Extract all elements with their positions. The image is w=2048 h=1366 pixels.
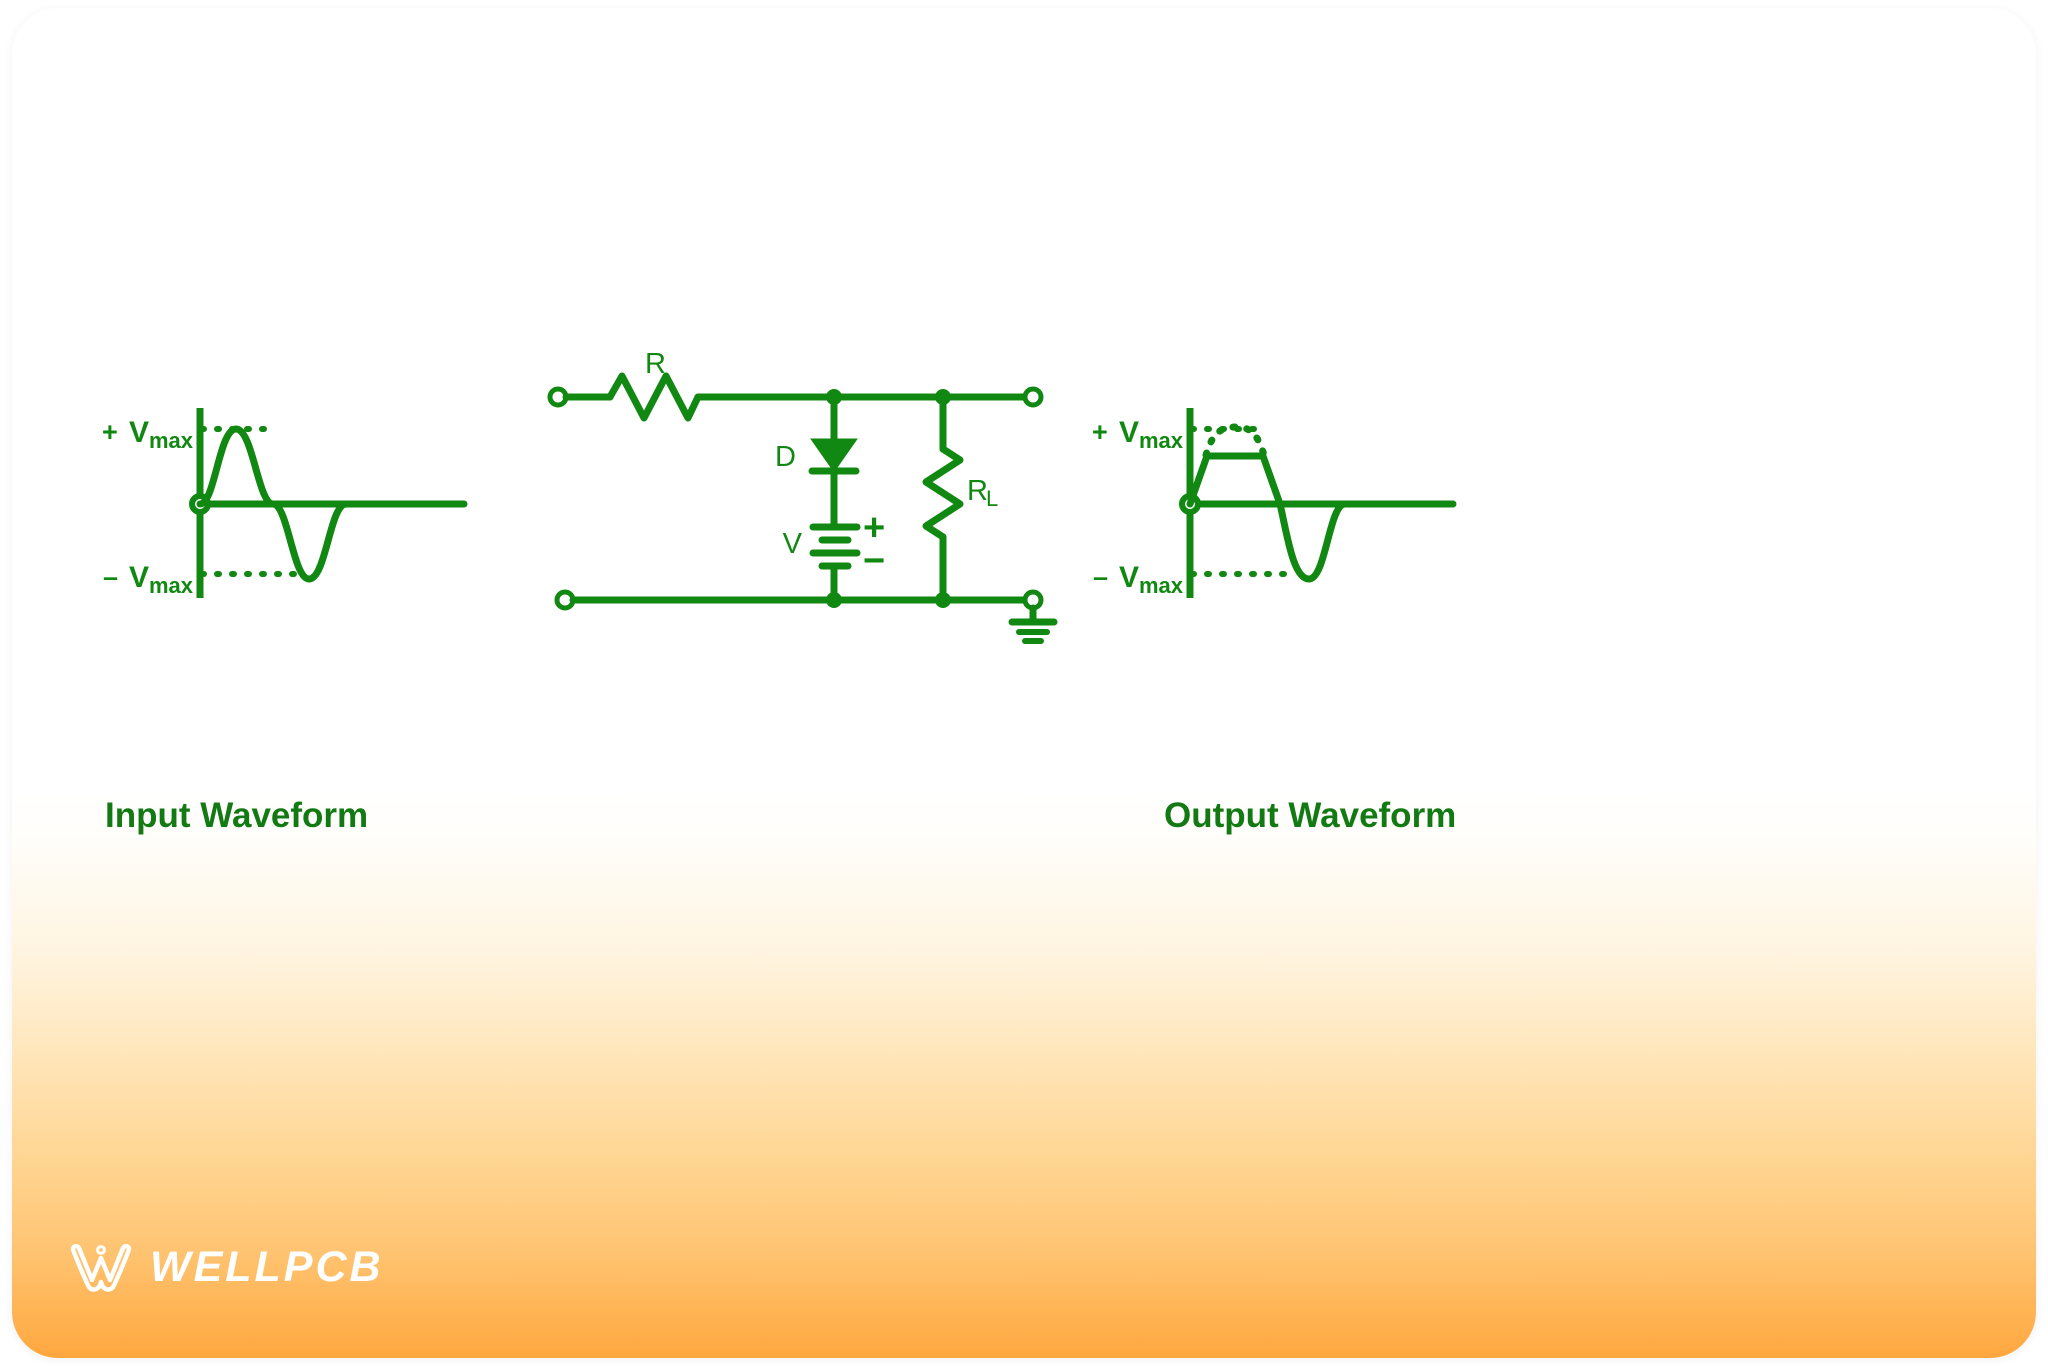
clipper-circuit: R D [547, 348, 1058, 644]
battery-minus-sign: − [863, 540, 885, 582]
input-signal-path [196, 425, 468, 583]
resistor-r-symbol [606, 372, 702, 422]
load-resistor-l-subscript: L [986, 486, 998, 511]
output-plus-vmax-label: + V max [1092, 416, 1184, 453]
input-plus-vmax-label: + V max [102, 416, 194, 453]
load-resistor-rl-symbol [922, 445, 964, 541]
output-vmax-sub: max [1139, 428, 1184, 453]
input-vmax-v-neg: V [129, 561, 149, 594]
ground-icon [1008, 604, 1058, 644]
load-resistor-r-label: R [967, 475, 988, 507]
input-waveform-chart: + V max – V max [102, 408, 468, 598]
battery-v-symbol [809, 523, 861, 604]
input-minus-sign: – [103, 562, 118, 592]
input-waveform-caption: Input Waveform [105, 796, 369, 835]
output-vmax-v: V [1119, 416, 1139, 449]
wellpcb-logo: WELLPCB [68, 1240, 384, 1294]
wellpcb-logo-text: WELLPCB [150, 1242, 384, 1291]
output-vmax-sub-neg: max [1139, 573, 1184, 598]
input-vmax-sub: max [149, 428, 194, 453]
illustration-card: + V max – V max R [12, 8, 2036, 1358]
output-unclipped-reference-path [1202, 423, 1268, 459]
input-minus-vmax-label: – V max [103, 561, 194, 598]
input-vmax-v: V [129, 416, 149, 449]
output-vmax-v-neg: V [1119, 561, 1139, 594]
output-minus-sign: – [1093, 562, 1108, 592]
output-waveform-caption: Output Waveform [1164, 796, 1457, 835]
input-vmax-sub-neg: max [149, 573, 194, 598]
output-plus-sign: + [1092, 417, 1108, 447]
output-waveform-chart: + V max – V max [1092, 408, 1457, 598]
input-plus-sign: + [102, 417, 118, 447]
circuit-figure: + V max – V max R [102, 348, 1457, 644]
diode-d-symbol [810, 438, 858, 473]
wellpcb-w-logo-icon [70, 1244, 132, 1292]
output-minus-vmax-label: – V max [1093, 561, 1184, 598]
battery-plus-sign: + [863, 507, 885, 549]
output-top-terminal-icon [1022, 386, 1044, 408]
output-signal-path [1186, 452, 1457, 583]
resistor-r-label: R [645, 348, 666, 380]
diode-d-label: D [775, 441, 796, 473]
battery-v-label: V [783, 528, 803, 560]
